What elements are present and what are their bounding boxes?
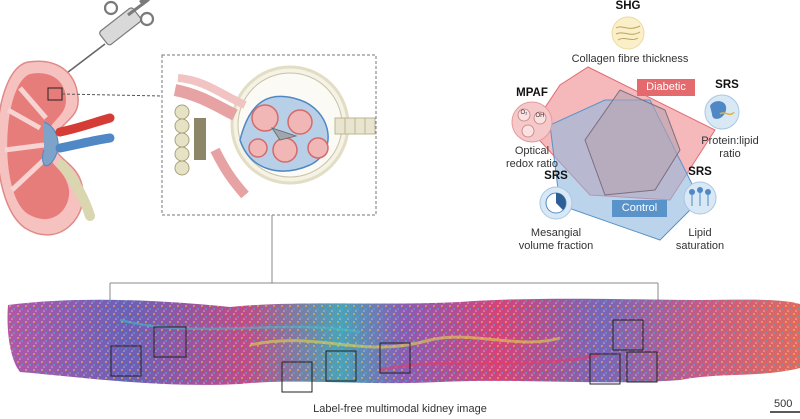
- srs-mesangial-caption-1: Mesangial: [530, 227, 582, 239]
- roi-box: [626, 351, 658, 383]
- roi-box: [110, 345, 142, 377]
- kidney-illustration: [0, 60, 115, 236]
- o2-symbol: O₂: [520, 110, 528, 116]
- roi-box: [325, 350, 357, 382]
- syringe-icon: [54, 0, 155, 83]
- control-tag: Control: [612, 200, 667, 217]
- image-caption: Label-free multimodal kidney image: [313, 403, 487, 415]
- srs-protein-caption-2: ratio: [719, 148, 741, 160]
- mpaf-caption-2: redox ratio: [506, 158, 558, 170]
- roi-box: [589, 353, 621, 385]
- zoom-connector: [61, 93, 163, 97]
- mpaf-title: MPAF: [516, 87, 548, 99]
- overlap-hexagon: [584, 89, 681, 196]
- roi-boxes: [110, 319, 658, 393]
- roi-box: [153, 326, 187, 358]
- srs-mesangial-title: SRS: [544, 170, 568, 182]
- roi-box: [612, 319, 644, 351]
- mpaf-icon: [511, 101, 553, 143]
- scale-bar-label: 500: [774, 398, 793, 410]
- glomerulus-illustration: [173, 65, 376, 199]
- mesangial-icon: [539, 186, 573, 220]
- shg-title: SHG: [615, 0, 641, 12]
- srs-protein-caption-1: Protein:lipid: [701, 135, 759, 147]
- srs-lipid-title: SRS: [688, 166, 712, 178]
- srs-lipid-caption-1: Lipid: [688, 227, 712, 239]
- srs-lipid-caption-2: saturation: [675, 240, 725, 252]
- mpaf-caption-1: Optical: [514, 145, 550, 157]
- lipid-saturation-icon: [683, 181, 717, 215]
- roi-box: [281, 361, 313, 393]
- diabetic-tag: Diabetic: [637, 79, 695, 96]
- shg-caption: Collagen fibre thickness: [571, 53, 689, 65]
- protein-lipid-icon: [704, 94, 740, 130]
- srs-mesangial-caption-2: volume fraction: [518, 240, 594, 252]
- shg-icon: [611, 16, 645, 50]
- roi-box: [379, 342, 411, 374]
- oh-symbol: OH: [535, 113, 545, 119]
- srs-protein-title: SRS: [715, 79, 739, 91]
